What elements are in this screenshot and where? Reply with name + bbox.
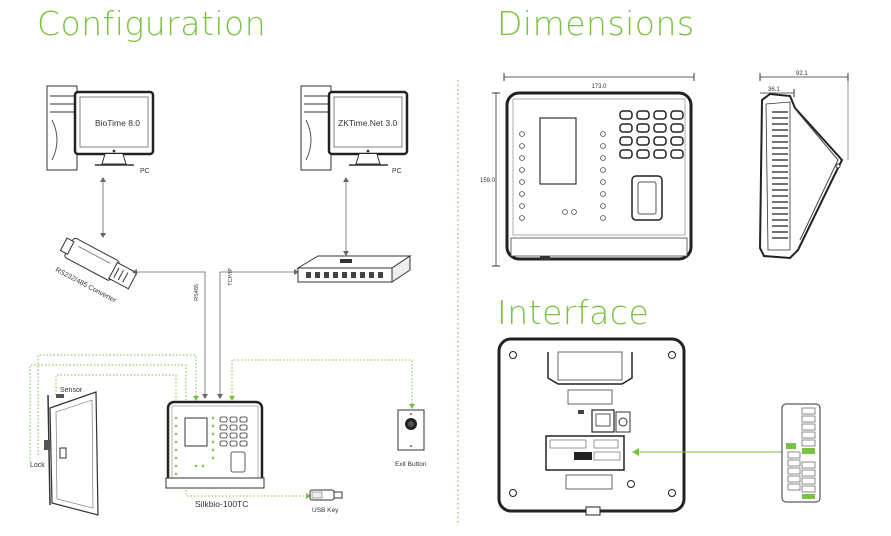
pc2-label: PC: [392, 168, 402, 175]
usb-label: USB Key: [312, 507, 339, 514]
interface-heading: Interface: [497, 293, 650, 332]
side-view-drawing: [758, 73, 849, 260]
pc1-label: PC: [140, 168, 150, 175]
depth-partial-dimension: 36.1: [768, 87, 780, 93]
rs232-485-converter: [59, 237, 138, 290]
rs485-label: RS485: [194, 284, 200, 301]
front-view-drawing: [492, 73, 695, 267]
tcpip-label: TCP/IP: [228, 268, 234, 286]
pc2-software-label: ZKTime.Net 3.0: [338, 118, 397, 128]
silkbio-device: [165, 400, 265, 489]
sensor-label: Sensor: [60, 387, 83, 394]
pc1-software-label: BioTime 8.0: [95, 118, 140, 128]
terminal-block: [781, 403, 821, 503]
device-label: Silkbio-100TC: [195, 499, 248, 509]
lock-label: Lock: [30, 462, 45, 469]
exit-button-label: Exit Button: [395, 461, 427, 468]
pc-zktime: [300, 85, 409, 171]
height-dimension: 159.0: [480, 178, 496, 184]
width-dimension: 173.0: [591, 84, 607, 90]
exit-button: [397, 409, 425, 451]
dimensions-heading: Dimensions: [497, 4, 695, 43]
configuration-heading: Configuration: [37, 4, 267, 43]
green-wiring: [29, 354, 413, 497]
network-switch: [296, 255, 412, 283]
door: [44, 391, 99, 516]
depth-dimension: 92.1: [796, 71, 808, 77]
usb-key: [309, 489, 343, 501]
back-view-drawing: [497, 337, 686, 516]
pc-biotime: [46, 85, 155, 171]
